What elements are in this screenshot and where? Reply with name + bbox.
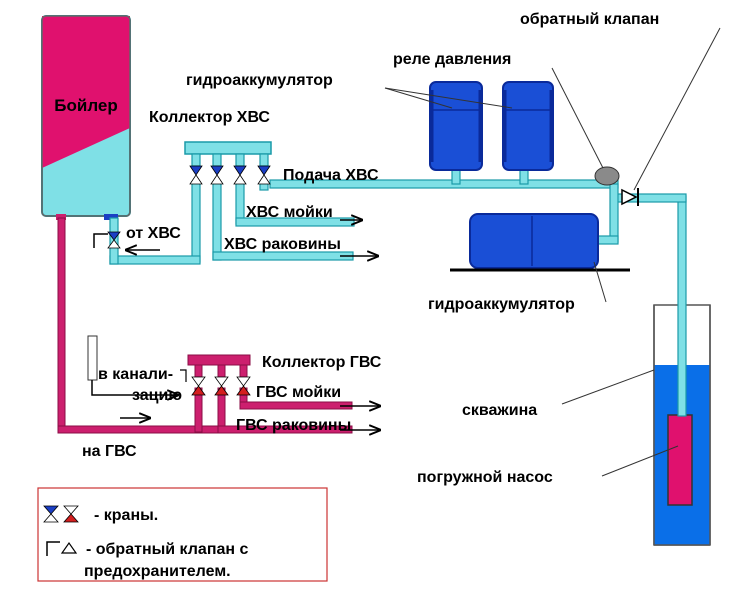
hot-pipes: [57, 217, 353, 434]
label-accumulator-bottom: гидроаккумулятор: [428, 296, 575, 313]
leader-lines: [384, 27, 721, 477]
pressure-tank-left: [429, 81, 483, 171]
label-pressure-relay: реле давления: [393, 51, 511, 68]
well: [653, 304, 711, 546]
tap-icon: [233, 165, 247, 185]
boiler-label: Бойлер: [54, 96, 117, 115]
hot-collector-taps: [191, 376, 251, 396]
hydro-accumulator-tank: [450, 213, 630, 272]
check-valve-icon: [46, 541, 78, 556]
tap-icon: [257, 165, 271, 185]
boiler-inlet-check-valve: [93, 231, 121, 249]
label-accumulator-top: гидроаккумулятор: [186, 72, 333, 89]
label-sewer-line1: в канали-: [98, 366, 173, 383]
tap-icon: [43, 505, 59, 523]
label-to-hot: на ГВС: [82, 443, 137, 460]
flow-arrows: [120, 220, 380, 430]
legend-taps: - краны.: [94, 507, 158, 524]
submersible-pump: [667, 414, 693, 506]
tap-icon: [191, 376, 206, 396]
label-sewer-line2: зацию: [132, 387, 182, 404]
label-cold-collector: Коллектор ХВС: [149, 109, 270, 126]
legend: - краны. - обратный клапан с предохранит…: [37, 487, 328, 582]
label-cold-basin: ХВС раковины: [224, 236, 341, 253]
legend-check-line1: - обратный клапан с: [86, 541, 248, 558]
tap-icon: [189, 165, 203, 185]
hot-collector: [187, 354, 251, 366]
legend-check-line2: предохранителем.: [84, 563, 231, 580]
tap-icon: [210, 165, 224, 185]
label-cold-sink: ХВС мойки: [246, 204, 333, 221]
tap-icon: [236, 376, 251, 396]
pressure-relay: [594, 166, 620, 186]
label-well: скважина: [462, 402, 537, 419]
label-cold-supply: Подача ХВС: [283, 167, 379, 184]
tap-icon: [63, 505, 79, 523]
label-pump: погружной насос: [417, 469, 553, 486]
sewer-pipe: [87, 335, 178, 395]
label-hot-sink: ГВС мойки: [256, 384, 341, 401]
label-from-cold: от ХВС: [126, 225, 181, 242]
tap-icon: [214, 376, 229, 396]
check-valve-icon: [621, 188, 639, 206]
label-hot-basin: ГВС раковины: [236, 417, 351, 434]
cold-collector: [184, 141, 272, 155]
label-hot-collector: Коллектор ГВС: [262, 354, 382, 371]
hot-check-valve: [180, 369, 187, 382]
cold-collector-taps: [189, 165, 271, 185]
label-check-valve: обратный клапан: [520, 11, 659, 28]
pressure-tank-right: [502, 81, 554, 171]
boiler: Бойлер: [41, 15, 131, 220]
